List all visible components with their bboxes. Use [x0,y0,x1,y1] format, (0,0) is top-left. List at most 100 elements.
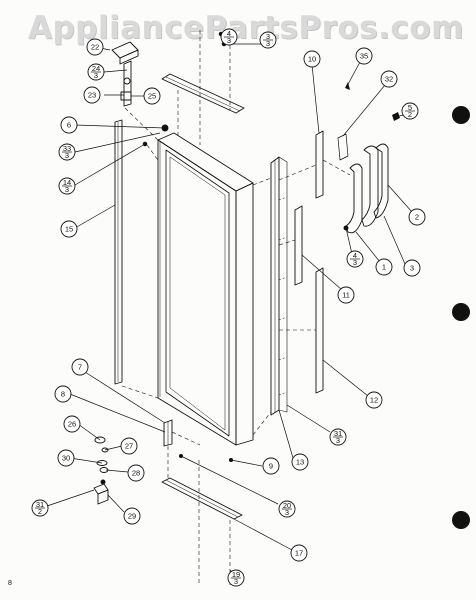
callout-number: 9 [269,462,273,471]
callout-denominator: 3 [266,39,270,48]
callout-c24: 243 [87,63,105,81]
callout-number: 12 [370,396,378,405]
callout-circle [291,453,309,471]
callout-numerator: 31 [334,429,342,438]
callout-number: 1 [382,263,386,272]
strip-11 [294,205,303,286]
callout-circle [83,86,101,104]
callout-number: 17 [295,549,303,558]
callout-c15: 15 [60,220,78,238]
binder-hole-mark [452,303,470,321]
callout-numerator: 20 [283,501,291,510]
assembly-guide-lines [121,30,351,585]
callout-number: 32 [385,75,393,84]
callout-leader-lines [46,33,413,576]
binder-hole-mark [452,106,470,124]
callout-numerator: 4 [353,251,357,260]
callout-circle [262,457,280,475]
callout-c10: 10 [303,50,321,68]
callout-circle [60,220,78,238]
callout-number: 3 [410,264,414,273]
callout-c27: 27 [120,437,138,455]
callout-circle [408,208,426,226]
callout-c28: 28 [127,464,145,482]
callout-number: 8 [61,390,65,399]
callout-circle [120,437,138,455]
callout-numerator: 5 [408,103,412,112]
callout-circle [403,259,421,277]
callout-numerator: 31 [36,500,44,509]
callout-circle [57,449,75,467]
door-panel [157,132,254,446]
callout-c3: 3 [403,259,421,277]
strip-12 [315,267,324,394]
callout-c9: 9 [262,457,280,475]
handle-assembly [337,133,389,234]
callout-circle [54,385,72,403]
callout-denominator: 3 [336,436,340,445]
callout-circle [60,116,78,134]
callout-number: 22 [91,43,99,52]
callout-numerator: 3 [266,32,270,41]
callout-circle [123,507,141,525]
watermark: AppliancePartsPros.com [28,10,464,46]
callout-c4b: 43 [346,250,364,268]
callout-numerator: 4 [227,29,231,38]
strip-10 [315,130,324,199]
callout-c2: 2 [408,208,426,226]
callout-number: 10 [308,55,316,64]
callout-circle [71,358,89,376]
callout-numerator: 14 [63,178,71,187]
callout-circle [86,38,104,56]
callout-denominator: 2 [408,110,412,119]
callout-number: 35 [360,52,368,61]
callout-c8: 8 [54,385,72,403]
callout-c7: 7 [71,358,89,376]
callout-c4a: 43 [220,28,238,46]
callout-c6: 6 [60,116,78,134]
callout-c30: 30 [57,449,75,467]
callout-denominator: 3 [353,258,357,267]
callout-circle [143,87,161,105]
top-hinge [111,41,139,107]
top-trim-bar [161,73,245,114]
callout-number: 26 [68,420,76,429]
callout-circle [365,391,383,409]
callout-circle [380,70,398,88]
callout-c11: 11 [337,286,355,304]
callout-circle [337,286,355,304]
callout-c3a: 33 [259,31,277,49]
callout-number: 29 [128,512,136,521]
callout-circle [303,50,321,68]
callout-number: 6 [67,121,71,130]
callout-c22: 22 [86,38,104,56]
callout-number: 13 [296,458,304,467]
callout-c31a: 312 [31,499,49,517]
binder-hole-mark [452,511,470,529]
callout-denominator: 3 [65,151,69,160]
callout-circle [355,47,373,65]
callout-c35: 35 [355,47,373,65]
left-gasket-strip [114,119,123,385]
fastener-hole-marks [278,196,288,396]
bottom-hinge [93,419,234,505]
callout-denominator: 3 [94,71,98,80]
callout-c19: 193 [227,569,245,587]
right-side-panel [270,156,288,416]
callout-circle [375,258,393,276]
callout-circle [290,544,308,562]
callout-c20: 203 [278,500,296,518]
callout-denominator: 2 [38,507,42,516]
callout-number: 30 [62,454,70,463]
callout-c33: 333 [58,143,76,161]
callout-number: 27 [125,442,133,451]
callout-number: 7 [78,363,82,372]
callout-c5: 52 [401,102,419,120]
callout-numerator: 33 [63,144,71,153]
callout-c14: 143 [58,177,76,195]
callout-c29: 29 [123,507,141,525]
callout-c12: 12 [365,391,383,409]
callout-c31b: 313 [329,428,347,446]
